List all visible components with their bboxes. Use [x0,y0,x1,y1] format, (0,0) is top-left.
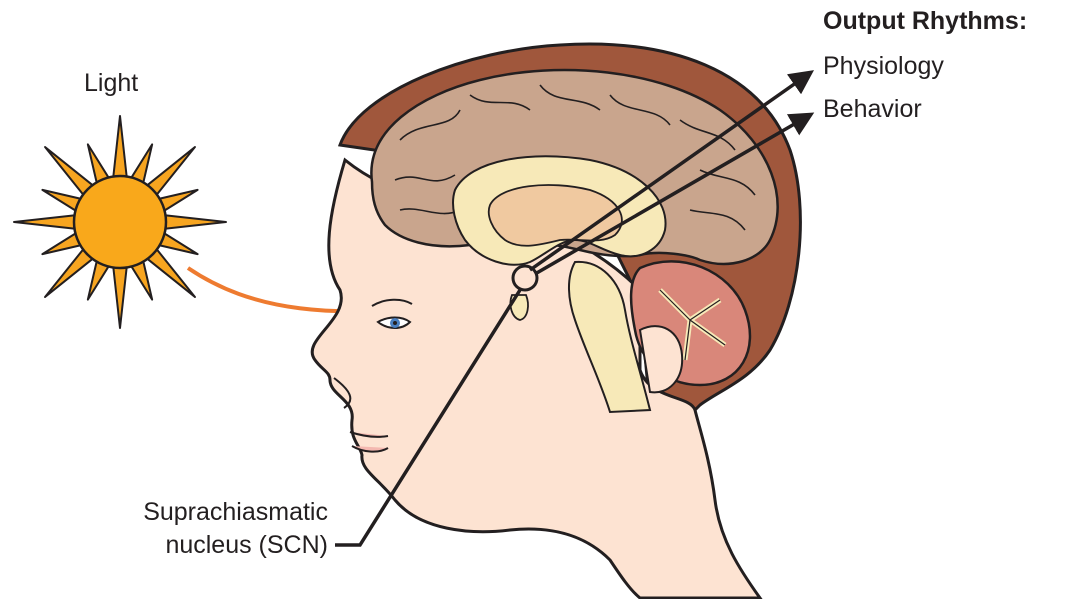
sun-icon [14,116,226,328]
sun-ray [14,215,79,229]
sun-ray [113,116,127,181]
light-label: Light [84,68,138,98]
sun-ray [161,215,226,229]
output-physiology-label: Physiology [823,51,944,81]
sun-ray [113,263,127,328]
scn-label-line2: nucleus (SCN) [96,529,328,562]
output-behavior-label: Behavior [823,94,922,124]
scn-label: Suprachiasmatic nucleus (SCN) [96,496,328,562]
scn-label-line1: Suprachiasmatic [96,496,328,529]
output-rhythms-heading: Output Rhythms: [823,6,1027,36]
